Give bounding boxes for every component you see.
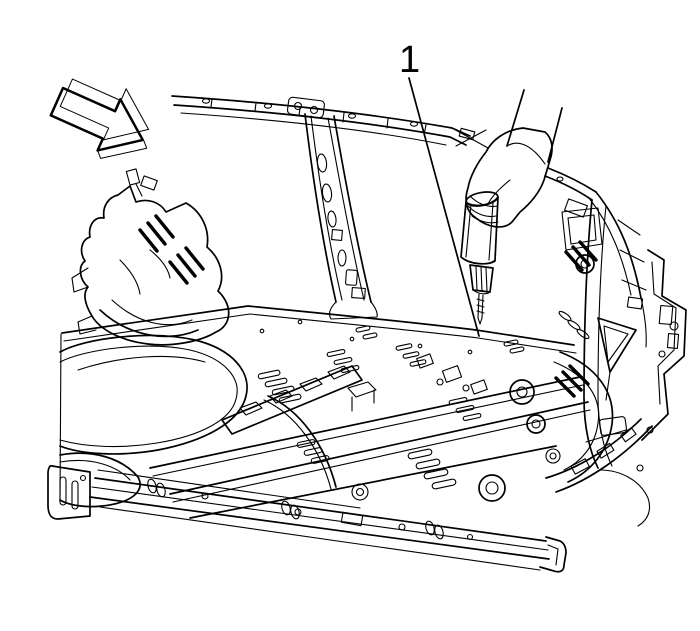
roof-side-rail (171, 95, 647, 348)
callout-1: 1 (399, 39, 480, 337)
rocker-panel (47, 464, 567, 573)
floor-pan (59, 305, 614, 519)
callout-1-leader-line (408, 77, 480, 337)
b-pillar (304, 113, 378, 320)
floor-grommets (351, 379, 561, 502)
gloved-hand (465, 89, 563, 228)
drill-tool (460, 191, 499, 325)
callout-1-label: 1 (399, 39, 420, 81)
rear-wheelhouse (71, 168, 230, 346)
front-hinge-pillar (545, 199, 687, 527)
direction-arrow-icon (49, 78, 150, 159)
drill-bit (476, 293, 485, 325)
floor-slots (257, 325, 525, 490)
